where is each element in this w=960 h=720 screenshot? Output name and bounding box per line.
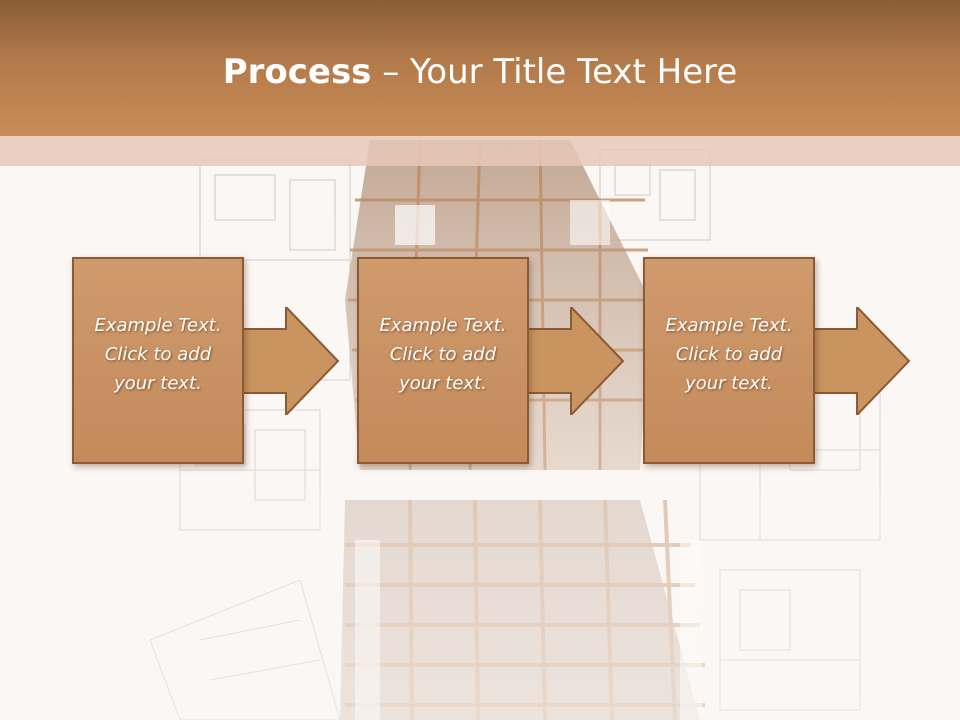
- step-text-line-3: your text.: [399, 373, 487, 394]
- process-step-3[interactable]: Example Text. Click to add your text.: [643, 257, 911, 464]
- step-text-line-3: your text.: [114, 373, 202, 394]
- step-text-line-2: Click to add: [104, 344, 212, 365]
- step-text-line-2: Click to add: [675, 344, 783, 365]
- step-text-placeholder[interactable]: Example Text. Click to add your text.: [72, 311, 244, 398]
- right-arrow-icon: [238, 307, 340, 415]
- right-arrow-icon: [523, 307, 625, 415]
- slide-title[interactable]: Process – Your Title Text Here: [0, 52, 960, 92]
- step-text-line-2: Click to add: [389, 344, 497, 365]
- step-text-line-1: Example Text.: [379, 315, 507, 336]
- step-text-placeholder[interactable]: Example Text. Click to add your text.: [357, 311, 529, 398]
- step-text-placeholder[interactable]: Example Text. Click to add your text.: [643, 311, 815, 398]
- process-step-1[interactable]: Example Text. Click to add your text.: [72, 257, 340, 464]
- header-accent-strip: [0, 136, 960, 166]
- title-bold-text: Process: [222, 52, 372, 92]
- step-text-line-3: your text.: [685, 373, 773, 394]
- step-text-line-1: Example Text.: [665, 315, 793, 336]
- step-box: [357, 257, 529, 464]
- step-box: [643, 257, 815, 464]
- step-text-line-1: Example Text.: [94, 315, 222, 336]
- title-header-band: [0, 0, 960, 136]
- title-rest-text: – Your Title Text Here: [371, 52, 738, 92]
- process-step-2[interactable]: Example Text. Click to add your text.: [357, 257, 625, 464]
- step-box: [72, 257, 244, 464]
- right-arrow-icon: [809, 307, 911, 415]
